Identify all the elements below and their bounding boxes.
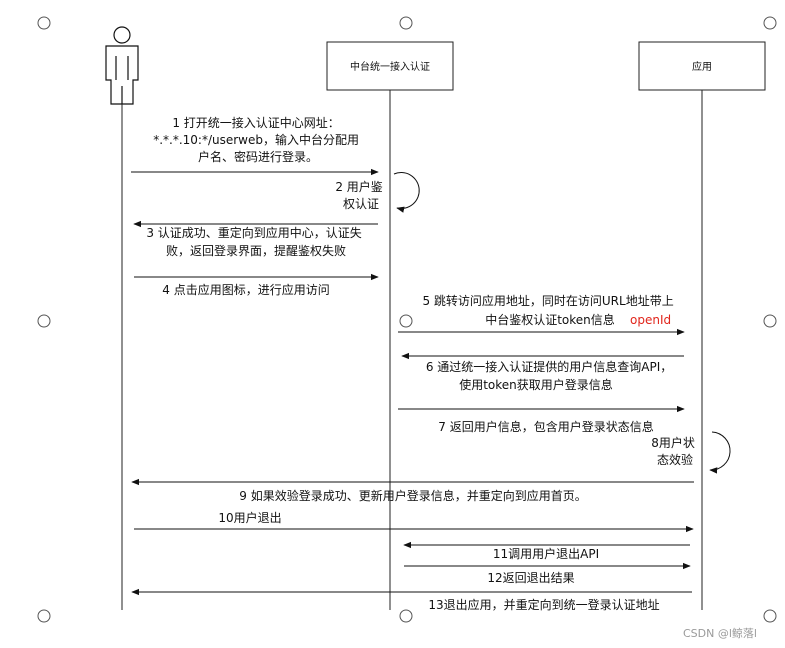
participant-app: 应用 (638, 41, 766, 91)
message-5-note: openId (630, 313, 671, 327)
message-4: 4 点击应用图标，进行应用访问 (134, 273, 379, 297)
handle-top-right[interactable] (763, 16, 777, 30)
message-11: 11调用用户退出API (403, 541, 691, 570)
message-13-label: 13退出应用，并重定向到统一登录认证地址 (428, 597, 659, 612)
message-5-label: 5 跳转访问应用地址，同时在访问URL地址带上 中台鉴权认证token信息 (422, 293, 677, 327)
handle-center[interactable] (399, 314, 413, 328)
selection-handles (37, 16, 777, 623)
message-7-label: 7 返回用户信息，包含用户登录状态信息 (438, 419, 653, 434)
message-12-label: 12返回退出结果 (487, 571, 574, 585)
message-8-label: 8用户状 态效验 (651, 435, 698, 467)
message-10: 10用户退出 (134, 510, 694, 533)
message-13: 13退出应用，并重定向到统一登录认证地址 (428, 597, 659, 612)
message-9: 9 如果效验登录成功、更新用户登录信息，并重定向到应用首页。 (131, 478, 694, 503)
message-12: 12返回退出结果 (131, 571, 692, 596)
handle-middle-right[interactable] (763, 314, 777, 328)
participant-app-label: 应用 (692, 60, 712, 73)
message-3: 3 认证成功、重定向到应用中心，认证失 败，返回登录界面，提醒鉴权失败 (133, 220, 378, 258)
message-11-label: 11调用用户退出API (493, 546, 599, 561)
csdn-watermark: CSDN @l鲸落l (683, 626, 757, 640)
message-2: 2 用户鉴 权认证 (335, 172, 420, 213)
message-1-label: 1 打开统一接入认证中心网址： *.*.*.10:*/userweb，输入中台分… (153, 115, 363, 164)
participant-middle-label: 中台统一接入认证 (350, 60, 430, 73)
message-4-label: 4 点击应用图标，进行应用访问 (162, 282, 329, 297)
message-1: 1 打开统一接入认证中心网址： *.*.*.10:*/userweb，输入中台分… (131, 115, 379, 176)
handle-top-middle[interactable] (399, 16, 413, 30)
message-7: 7 返回用户信息，包含用户登录状态信息 (398, 405, 685, 434)
participant-middle: 中台统一接入认证 (326, 41, 454, 91)
message-8: 8用户状 态效验 (651, 431, 731, 474)
message-5: 5 跳转访问应用地址，同时在访问URL地址带上 中台鉴权认证token信息 op… (398, 293, 685, 336)
user-actor-icon (105, 26, 139, 105)
handle-bottom-left[interactable] (37, 609, 51, 623)
message-10-label: 10用户退出 (218, 510, 281, 525)
message-6-label: 6 通过统一接入认证提供的用户信息查询API， 使用token获取用户登录信息 (426, 359, 676, 392)
message-6: 6 通过统一接入认证提供的用户信息查询API， 使用token获取用户登录信息 (401, 352, 684, 392)
message-9-label: 9 如果效验登录成功、更新用户登录信息，并重定向到应用首页。 (239, 488, 586, 503)
handle-bottom-right[interactable] (763, 609, 777, 623)
handle-middle-left[interactable] (37, 314, 51, 328)
handle-bottom-middle[interactable] (399, 609, 413, 623)
message-2-label: 2 用户鉴 权认证 (335, 179, 386, 211)
message-3-label: 3 认证成功、重定向到应用中心，认证失 败，返回登录界面，提醒鉴权失败 (146, 225, 365, 258)
handle-top-left[interactable] (37, 16, 51, 30)
